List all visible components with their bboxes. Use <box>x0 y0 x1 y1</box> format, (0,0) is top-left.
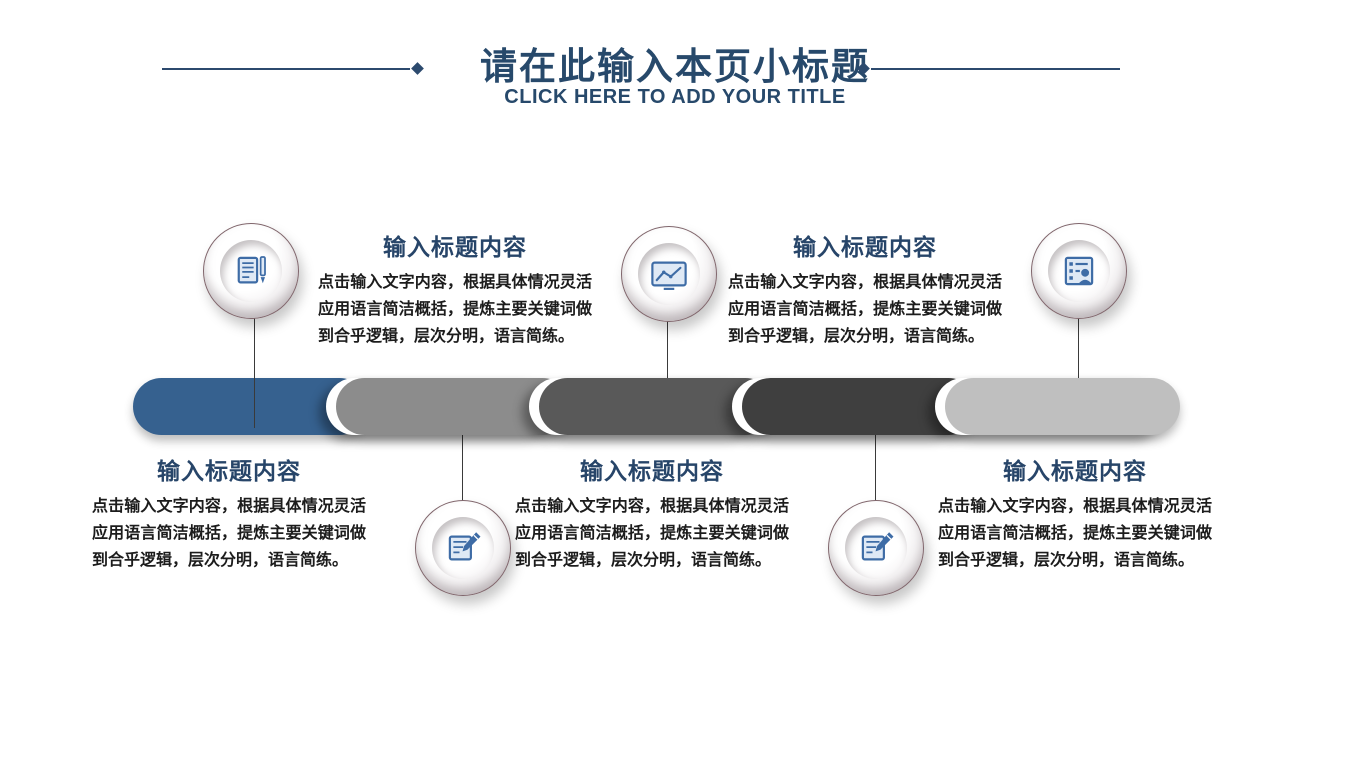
step-2-body: 点击输入文字内容，根据具体情况灵活应用语言简洁概括，提炼主要关键词做到合乎逻辑，… <box>318 274 592 345</box>
step-1-icon-badge <box>203 223 299 319</box>
page-subtitle: CLICK HERE TO ADD YOUR TITLE <box>504 86 846 108</box>
line-chart-monitor-icon <box>651 261 687 290</box>
step-3-title: 输入标题内容 <box>580 458 724 484</box>
step-3-text-block: 输入标题内容 点击输入文字内容，根据具体情况灵活应用语言简洁概括，提炼主要关键词… <box>515 452 789 574</box>
edit-note-icon <box>861 532 894 561</box>
step-3-icon-badge <box>621 226 717 322</box>
id-card-icon <box>1064 256 1094 286</box>
connector-line-step-3 <box>667 317 668 381</box>
step-5-text-block: 输入标题内容 点击输入文字内容，根据具体情况灵活应用语言简洁概括，提炼主要关键词… <box>938 452 1212 574</box>
step-1-icon-inner <box>220 240 282 302</box>
step-5-body: 点击输入文字内容，根据具体情况灵活应用语言简洁概括，提炼主要关键词做到合乎逻辑，… <box>938 498 1212 569</box>
timeline-segment-1 <box>133 378 368 435</box>
title-decor-line-right <box>871 68 1120 70</box>
timeline <box>133 378 1180 435</box>
connector-line-step-1 <box>254 316 255 428</box>
timeline-segment-3 <box>539 378 774 435</box>
step-4-icon-badge <box>828 500 924 596</box>
step-1-body: 点击输入文字内容，根据具体情况灵活应用语言简洁概括，提炼主要关键词做到合乎逻辑，… <box>92 498 366 569</box>
title-decor-line-left <box>162 68 410 70</box>
connector-line-step-4 <box>875 432 876 501</box>
step-5-title: 输入标题内容 <box>1003 458 1147 484</box>
step-3-body: 点击输入文字内容，根据具体情况灵活应用语言简洁概括，提炼主要关键词做到合乎逻辑，… <box>515 498 789 569</box>
timeline-segment-4 <box>742 378 977 435</box>
edit-note-icon <box>448 532 481 561</box>
step-4-title: 输入标题内容 <box>793 234 937 260</box>
timeline-segment-2 <box>336 378 571 435</box>
step-4-body: 点击输入文字内容，根据具体情况灵活应用语言简洁概括，提炼主要关键词做到合乎逻辑，… <box>728 274 1002 345</box>
step-4-text-block: 输入标题内容 点击输入文字内容，根据具体情况灵活应用语言简洁概括，提炼主要关键词… <box>728 228 1002 350</box>
step-1-text-block: 输入标题内容 点击输入文字内容，根据具体情况灵活应用语言简洁概括，提炼主要关键词… <box>92 452 366 574</box>
step-4-icon-inner <box>845 517 907 579</box>
step-2-icon-inner <box>432 517 494 579</box>
connector-line-step-5 <box>1078 313 1079 381</box>
step-3-icon-inner <box>638 243 700 305</box>
step-5-icon-inner <box>1048 240 1110 302</box>
document-pen-icon <box>237 256 266 284</box>
step-2-text-block: 输入标题内容 点击输入文字内容，根据具体情况灵活应用语言简洁概括，提炼主要关键词… <box>318 228 592 350</box>
timeline-segment-5 <box>945 378 1180 435</box>
step-5-icon-badge <box>1031 223 1127 319</box>
step-2-title: 输入标题内容 <box>383 234 527 260</box>
step-1-title: 输入标题内容 <box>157 458 301 484</box>
connector-line-step-2 <box>462 432 463 501</box>
page-title: 请在此输入本页小标题 <box>480 47 870 88</box>
step-2-icon-badge <box>415 500 511 596</box>
